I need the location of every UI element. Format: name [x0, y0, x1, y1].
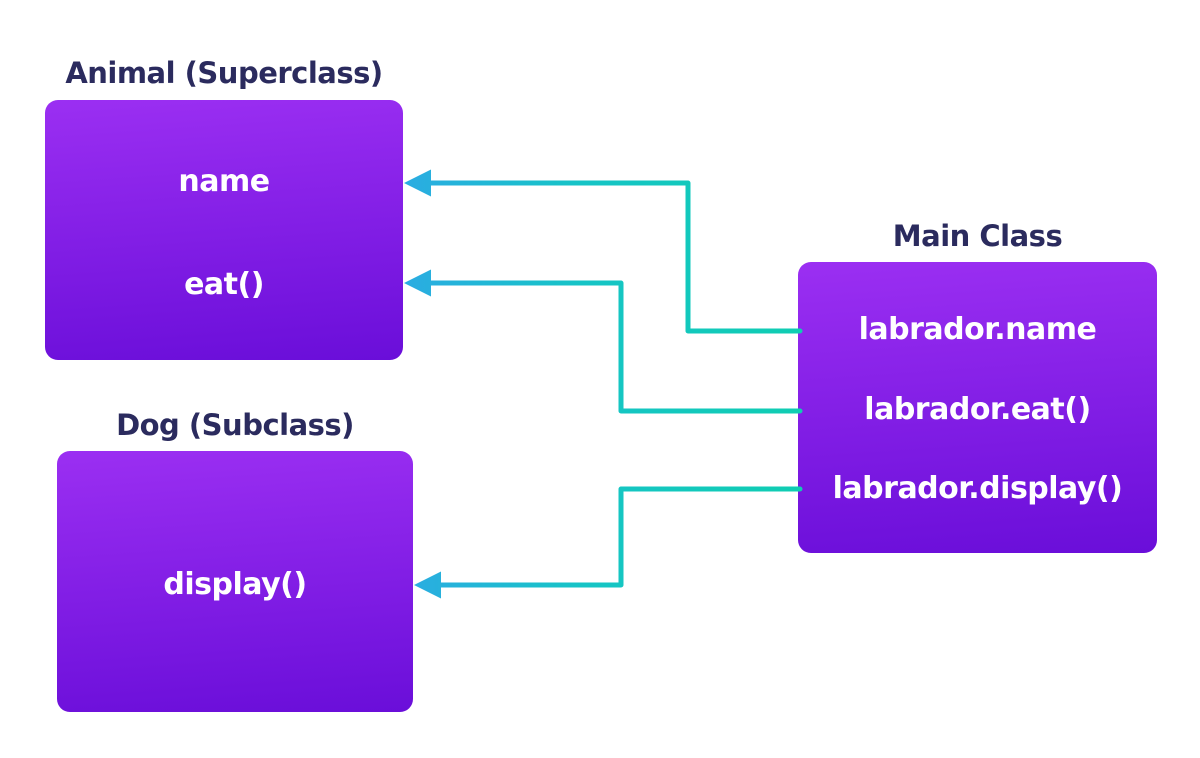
- arrowhead-eat-icon: [404, 269, 431, 297]
- arrow-labrador-display-to-display: [414, 486, 803, 599]
- arrow-labrador-name-to-name: [404, 169, 803, 334]
- arrow-labrador-eat-to-eat: [404, 269, 803, 414]
- subclass-box: display(): [57, 451, 413, 712]
- main-class-box: labrador.name labrador.eat() labrador.di…: [798, 262, 1157, 553]
- main-statement-eat: labrador.eat(): [864, 392, 1091, 427]
- arrowhead-display-icon: [414, 571, 441, 599]
- superclass-member-name: name: [178, 164, 270, 199]
- superclass-member-eat: eat(): [184, 267, 264, 302]
- main-statement-name: labrador.name: [858, 312, 1097, 347]
- arrowhead-name-icon: [404, 169, 431, 197]
- main-statement-display: labrador.display(): [832, 471, 1123, 506]
- superclass-box: name eat(): [45, 100, 403, 360]
- main-class-title: Main Class: [892, 219, 1063, 253]
- subclass-title: Dog (Subclass): [116, 408, 354, 442]
- subclass-member-display: display(): [163, 567, 307, 602]
- superclass-title: Animal (Superclass): [65, 56, 383, 90]
